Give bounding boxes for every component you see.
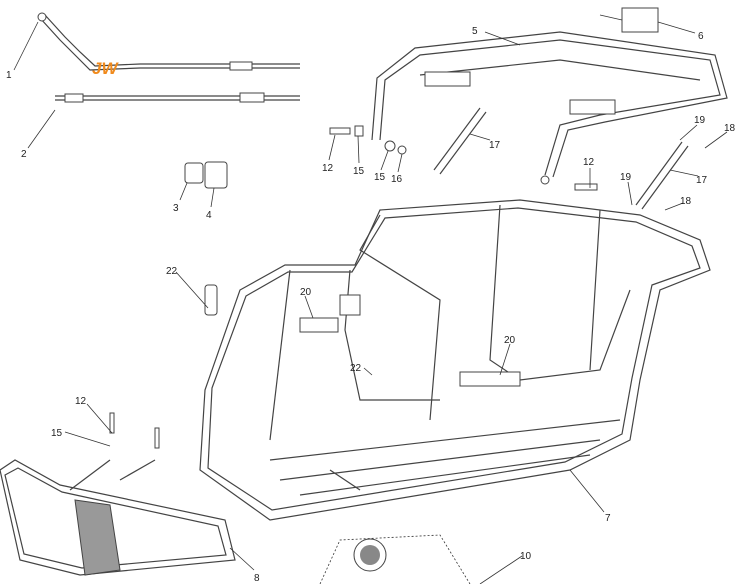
callout-7: 7	[605, 513, 611, 524]
horn	[319, 534, 471, 584]
jw-logo: JW	[92, 59, 119, 78]
callout-20: 20	[504, 335, 516, 346]
grommet-parts	[184, 161, 228, 189]
callout-15: 15	[374, 172, 386, 183]
callout-15: 15	[51, 428, 63, 439]
callout-19: 19	[620, 172, 632, 183]
callout-5: 5	[472, 26, 478, 37]
electrical-box	[599, 7, 659, 33]
leader-lines	[13, 21, 728, 584]
callout-1: 1	[6, 70, 12, 81]
callout-18: 18	[724, 123, 736, 134]
callout-3: 3	[173, 203, 179, 214]
callout-15: 15	[353, 166, 365, 177]
callout-12: 12	[322, 163, 334, 174]
callout-22: 22	[166, 266, 178, 277]
throttle-cable	[37, 12, 300, 71]
callout-12: 12	[75, 396, 87, 407]
front-bumper	[0, 412, 236, 576]
callout-4: 4	[206, 210, 212, 221]
callout-22: 22	[350, 363, 362, 374]
callout-6: 6	[698, 31, 704, 42]
callout-10: 10	[520, 551, 532, 562]
callout-labels: 1 2 3 4 5 6 7 8 10 12 15 15 16 17 12 19 …	[6, 26, 736, 584]
callout-17: 17	[696, 175, 708, 186]
callout-8: 8	[254, 573, 260, 584]
callout-12: 12	[583, 157, 595, 168]
callout-19: 19	[694, 115, 706, 126]
main-frame	[199, 199, 711, 521]
callout-20: 20	[300, 287, 312, 298]
callout-17: 17	[489, 140, 501, 151]
struts	[329, 107, 689, 210]
callout-16: 16	[391, 174, 403, 185]
callout-2: 2	[21, 149, 27, 160]
roof-rack	[371, 31, 728, 178]
brake-cable	[55, 92, 300, 103]
callout-18: 18	[680, 196, 692, 207]
